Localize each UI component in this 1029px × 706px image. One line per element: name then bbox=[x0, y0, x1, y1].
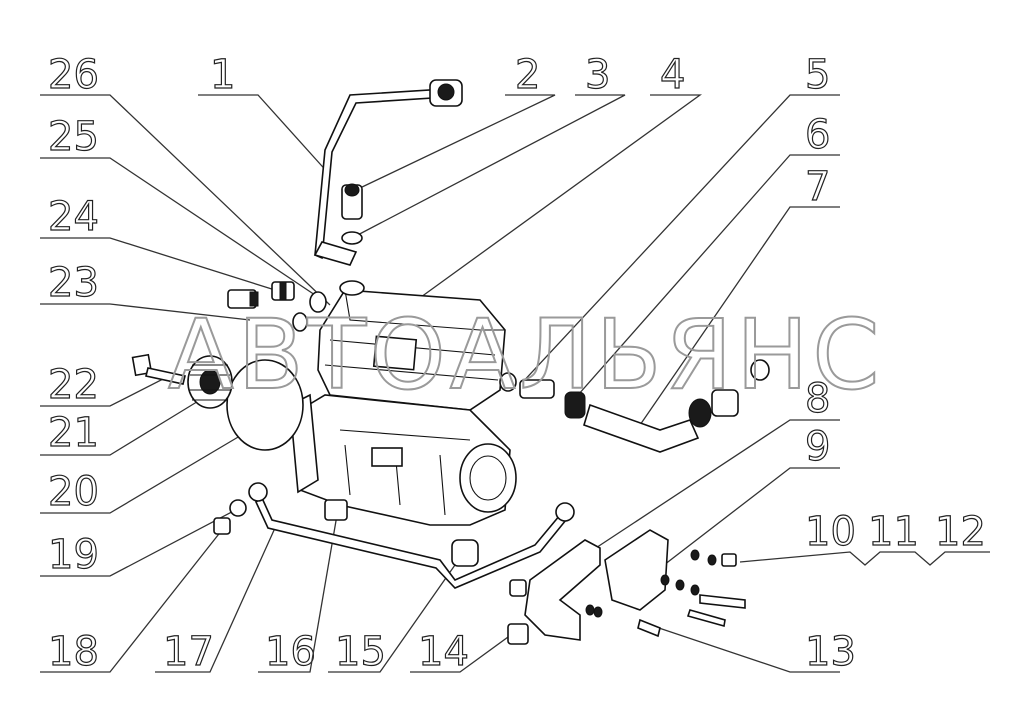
o-ring-26 bbox=[309, 291, 327, 313]
callout-9: 9 bbox=[805, 424, 830, 470]
bolt-13 bbox=[637, 618, 661, 638]
bolt-16 bbox=[324, 499, 348, 521]
callout-6: 6 bbox=[805, 112, 830, 158]
callout-26: 26 bbox=[48, 52, 99, 98]
leader-13 bbox=[649, 624, 840, 673]
leader-24 bbox=[40, 237, 276, 291]
compressor-assembly bbox=[131, 79, 770, 645]
end-cover bbox=[459, 443, 517, 513]
callout-labels: 26 1 2 3 4 5 25 6 7 24 23 22 8 21 9 20 1… bbox=[47, 51, 986, 675]
leader-25 bbox=[40, 157, 316, 296]
leader-14 bbox=[410, 631, 516, 673]
callout-2: 2 bbox=[515, 52, 540, 98]
bolt-18 bbox=[213, 517, 231, 535]
callout-14: 14 bbox=[418, 629, 469, 675]
bracket-8 bbox=[524, 539, 601, 641]
leader-6 bbox=[577, 154, 840, 396]
watermark: АВТОАЛЬЯНС bbox=[168, 299, 883, 411]
callout-20: 20 bbox=[48, 469, 99, 515]
clamp-7 bbox=[688, 398, 712, 428]
leader-19 bbox=[40, 504, 246, 577]
callout-4: 4 bbox=[660, 52, 685, 98]
banjo-15 bbox=[451, 539, 479, 567]
leader-lines bbox=[40, 94, 990, 673]
bolt-14 bbox=[507, 623, 529, 645]
leader-20 bbox=[40, 429, 251, 514]
callout-12: 12 bbox=[935, 509, 986, 555]
bolts-10-12 bbox=[660, 549, 746, 628]
leader-3 bbox=[351, 94, 626, 239]
callout-22: 22 bbox=[48, 362, 99, 408]
callout-7: 7 bbox=[805, 164, 830, 210]
callout-11: 11 bbox=[868, 509, 919, 555]
callout-17: 17 bbox=[163, 629, 214, 675]
callout-8: 8 bbox=[805, 376, 830, 422]
callout-21: 21 bbox=[48, 410, 99, 456]
leader-1 bbox=[198, 94, 331, 176]
callout-19: 19 bbox=[48, 532, 99, 578]
leader-21 bbox=[40, 399, 201, 456]
callout-15: 15 bbox=[335, 629, 386, 675]
washer-3 bbox=[341, 231, 363, 245]
head-plate bbox=[372, 335, 418, 371]
callout-25: 25 bbox=[48, 114, 99, 160]
leader-16 bbox=[258, 514, 338, 673]
pipe-1 bbox=[314, 89, 434, 260]
leader-2 bbox=[359, 94, 556, 189]
leader-26 bbox=[40, 94, 331, 306]
fitting-24 bbox=[227, 289, 259, 309]
o-ring-23 bbox=[292, 312, 308, 332]
leader-8 bbox=[569, 419, 840, 566]
callout-5: 5 bbox=[805, 52, 830, 98]
callout-13: 13 bbox=[805, 629, 856, 675]
leader-9 bbox=[624, 467, 840, 596]
callout-1: 1 bbox=[210, 52, 235, 98]
leader-10-12 bbox=[739, 551, 990, 566]
fitting-25 bbox=[271, 281, 295, 301]
leader-18 bbox=[40, 529, 223, 673]
callout-23: 23 bbox=[48, 260, 99, 306]
leader-4 bbox=[409, 94, 703, 306]
gasket-20 bbox=[226, 359, 304, 451]
spring-6 bbox=[564, 391, 586, 419]
leader-22 bbox=[40, 377, 166, 407]
leader-17 bbox=[155, 527, 276, 673]
callout-18: 18 bbox=[48, 629, 99, 675]
hose-7 bbox=[583, 403, 700, 453]
callout-10: 10 bbox=[805, 509, 856, 555]
washer-19 bbox=[229, 499, 247, 517]
callout-24: 24 bbox=[48, 194, 99, 240]
callout-16: 16 bbox=[265, 629, 316, 675]
leader-23 bbox=[40, 303, 251, 321]
bracket-9 bbox=[604, 529, 669, 611]
bolt-22 bbox=[131, 353, 186, 385]
leader-5 bbox=[519, 94, 840, 386]
callout-3: 3 bbox=[585, 52, 610, 98]
drive-gear-21 bbox=[187, 355, 233, 409]
leader-15 bbox=[328, 554, 463, 673]
fitting-5 bbox=[519, 379, 555, 399]
body-plate bbox=[371, 447, 403, 467]
leader-7 bbox=[639, 206, 840, 426]
